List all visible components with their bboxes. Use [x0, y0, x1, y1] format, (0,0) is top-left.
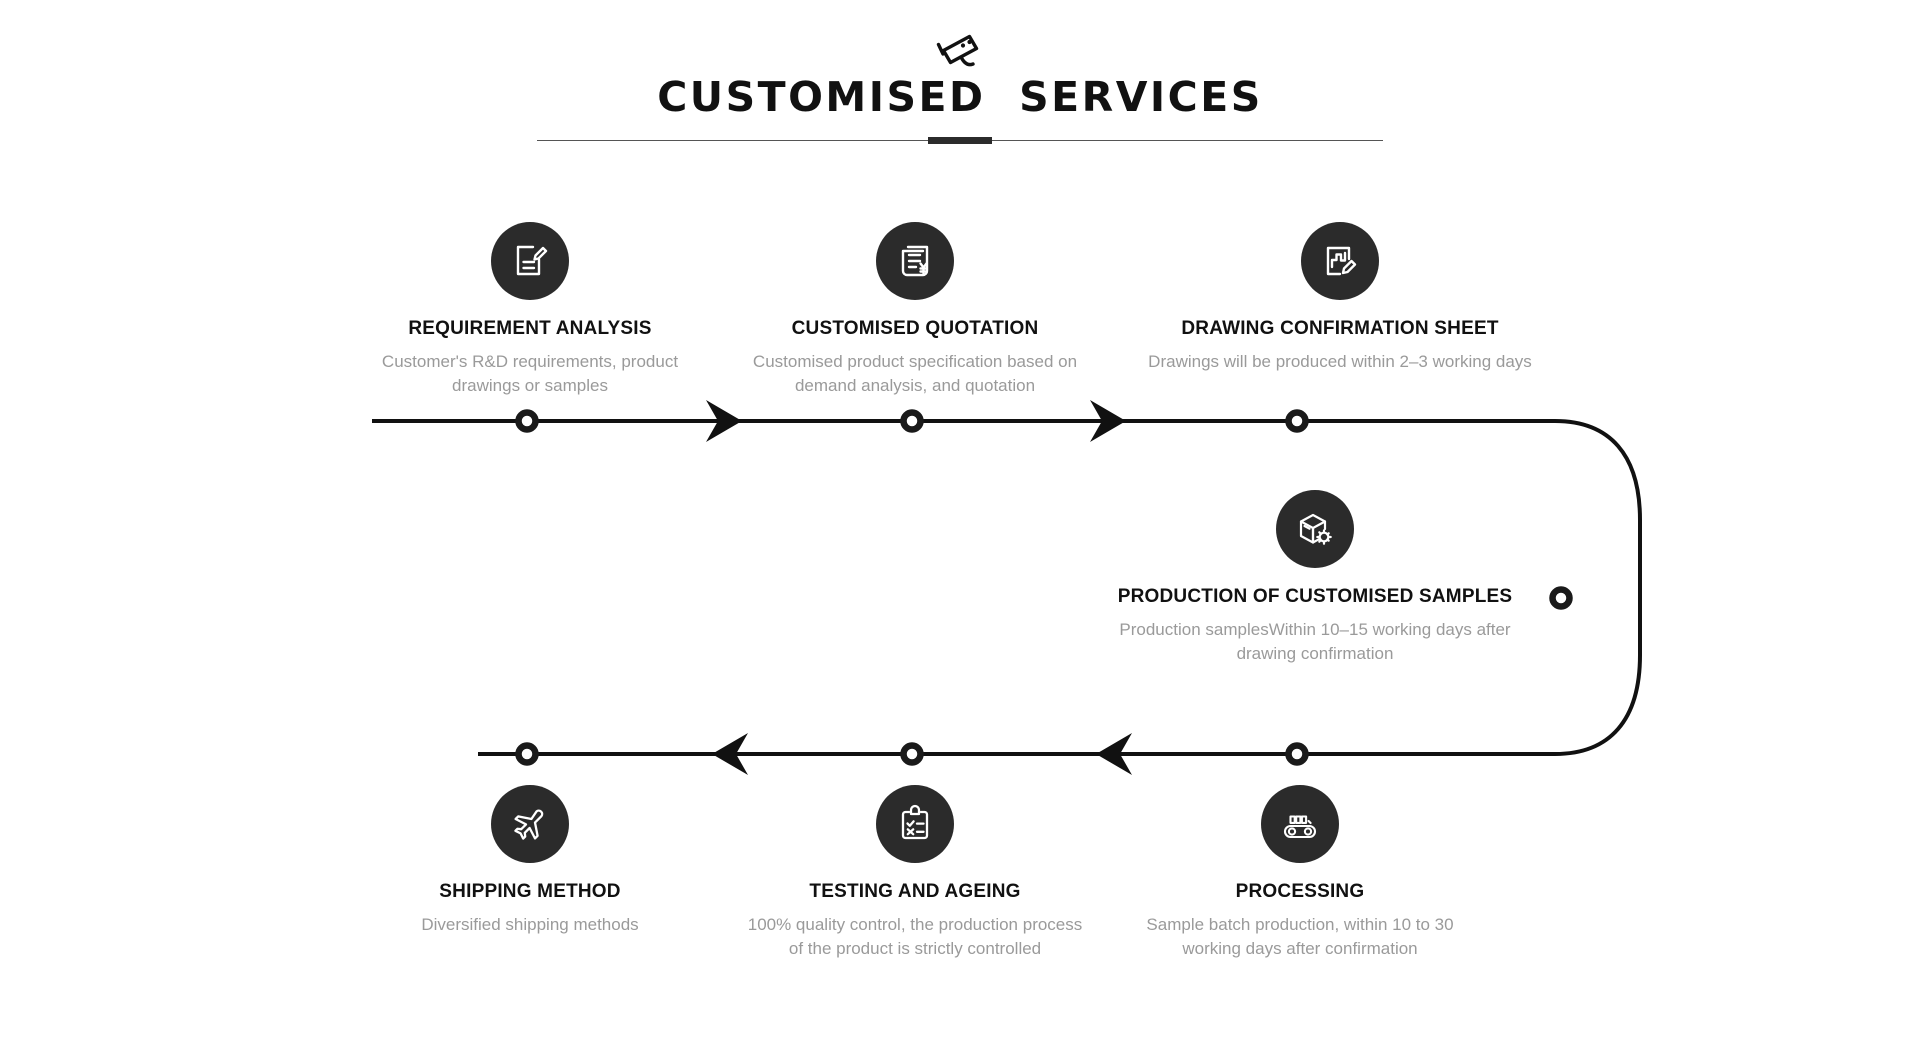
step-badge	[876, 785, 954, 863]
clipboard-check-x-icon	[901, 804, 929, 840]
step-description: Production samplesWithin 10–15 working d…	[1119, 619, 1511, 663]
step-description: Drawings will be produced within 2–3 wor…	[1148, 351, 1532, 371]
step-badge	[1276, 490, 1354, 568]
title-rule-accent	[928, 137, 992, 145]
document-pencil-icon	[516, 245, 548, 276]
step-badge	[1301, 222, 1379, 300]
step-description: Diversified shipping methods	[421, 914, 639, 934]
box-gear-icon	[1299, 513, 1332, 545]
flow-marker-6	[900, 742, 924, 766]
cctv-camera-icon	[936, 34, 979, 67]
step-title: REQUIREMENT ANALYSIS	[408, 318, 652, 339]
flow-step-shipping-method[interactable]: SHIPPING METHOD Diversified shipping met…	[360, 785, 700, 937]
flow-step-testing-and-ageing[interactable]: TESTING AND AGEING 100% quality control,…	[745, 785, 1085, 961]
flow-marker-7	[515, 742, 539, 766]
flow-marker-1	[515, 409, 539, 433]
step-badge	[491, 222, 569, 300]
step-description: Sample batch production, within 10 to 30…	[1146, 914, 1454, 958]
airplane-icon	[514, 809, 544, 840]
step-description: Customer's R&D requirements, product dra…	[381, 351, 679, 395]
title-underline	[537, 137, 1383, 145]
flow-marker-3	[1285, 409, 1309, 433]
flow-line-curve-right	[1554, 419, 1642, 756]
page-title: CUSTOMISED SERVICES	[657, 73, 1263, 121]
blueprint-pencil-icon	[1326, 246, 1357, 276]
step-badge	[491, 785, 569, 863]
step-title: DRAWING CONFIRMATION SHEET	[1181, 318, 1499, 339]
flow-step-requirement-analysis[interactable]: REQUIREMENT ANALYSIS Customer's R&D requ…	[360, 222, 700, 398]
step-description: Customised product specification based o…	[752, 351, 1078, 395]
flow-arrowheads-top	[706, 400, 1126, 442]
flow-step-customised-quotation[interactable]: CUSTOMISED QUOTATION Customised product …	[745, 222, 1085, 398]
step-title: TESTING AND AGEING	[809, 881, 1021, 902]
step-title: PROCESSING	[1235, 881, 1365, 902]
step-badge	[876, 222, 954, 300]
step-title: CUSTOMISED QUOTATION	[791, 318, 1039, 339]
arrowhead-right-1	[706, 400, 742, 442]
flow-markers	[515, 409, 1573, 766]
flow-arrowheads-bottom	[712, 733, 1132, 775]
step-description: 100% quality control, the production pro…	[747, 914, 1083, 958]
invoice-yen-icon	[901, 245, 929, 277]
flow-marker-4	[1549, 586, 1573, 610]
step-title: PRODUCTION OF CUSTOMISED SAMPLES	[1117, 586, 1513, 607]
arrowhead-right-2	[1090, 400, 1126, 442]
conveyor-belt-icon	[1283, 815, 1317, 839]
step-title: SHIPPING METHOD	[439, 881, 621, 902]
header: CUSTOMISED SERVICES	[0, 0, 1920, 145]
flow-step-production-of-customised-samples[interactable]: PRODUCTION OF CUSTOMISED SAMPLES Product…	[1105, 490, 1525, 666]
flow-step-drawing-confirmation-sheet[interactable]: DRAWING CONFIRMATION SHEET Drawings will…	[1130, 222, 1550, 374]
flow-marker-2	[900, 409, 924, 433]
arrowhead-left-2	[712, 733, 748, 775]
flow-step-processing[interactable]: PROCESSING Sample batch production, with…	[1130, 785, 1470, 961]
arrowhead-left-1	[1096, 733, 1132, 775]
step-badge	[1261, 785, 1339, 863]
flow-marker-5	[1285, 742, 1309, 766]
